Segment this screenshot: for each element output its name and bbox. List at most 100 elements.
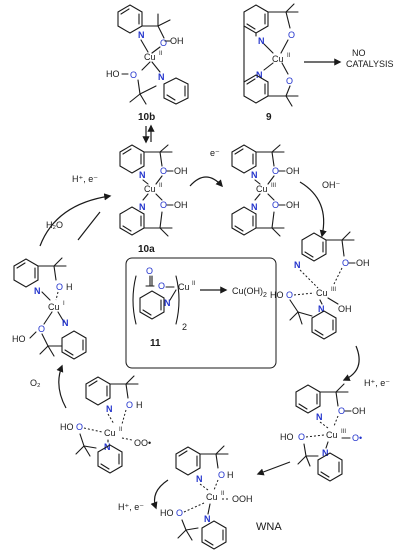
h-atom: H bbox=[136, 400, 143, 410]
superoxo-label: OO• bbox=[134, 438, 151, 448]
oxidation-state: III bbox=[331, 287, 336, 293]
copper-center: Cu bbox=[256, 184, 268, 194]
o-atom: O bbox=[298, 432, 305, 442]
hydroxyl-label: OH bbox=[170, 36, 184, 46]
oxidation-state: II bbox=[221, 491, 225, 497]
hydroxyl-label: HO bbox=[12, 334, 26, 344]
copper-center: Cu bbox=[316, 288, 328, 298]
n-atom: N bbox=[106, 404, 113, 414]
hydroxyl-label: HO bbox=[106, 69, 120, 79]
oxidation-state: II bbox=[192, 281, 196, 287]
hydroxyl-label: OH bbox=[286, 166, 300, 176]
o-atom: O bbox=[176, 508, 183, 518]
copper-center: Cu bbox=[178, 282, 190, 292]
o-atom: O bbox=[160, 200, 167, 210]
water-uptake-arrow bbox=[77, 211, 101, 241]
o-atom: O bbox=[272, 200, 279, 210]
o-atom: O bbox=[146, 266, 153, 276]
n-atom: N bbox=[34, 286, 41, 296]
compound-cuIII-oxyl: N O OH Cu III HO O O• N bbox=[280, 383, 366, 482]
compound-cuIII-hydroxo: N O OH Cu III HO O OH N bbox=[270, 231, 370, 340]
copper-center: Cu bbox=[104, 428, 116, 438]
hydroxyl-label: OH bbox=[338, 304, 352, 314]
n-atom: N bbox=[139, 202, 146, 212]
o-atom: O bbox=[76, 422, 83, 432]
pcet-label: H⁺, e⁻ bbox=[118, 502, 144, 512]
o-atom: O bbox=[272, 166, 279, 176]
n-atom: N bbox=[322, 448, 329, 458]
equilibrium-arrow bbox=[142, 124, 155, 144]
hydroxyl-label: OH bbox=[352, 406, 366, 416]
n-atom: N bbox=[164, 298, 171, 308]
copper-center: Cu bbox=[326, 430, 338, 440]
n-atom: N bbox=[139, 170, 146, 180]
compound-label-10b: 10b bbox=[138, 112, 155, 123]
hydroxide-arrow bbox=[299, 181, 327, 238]
hydroxyl-label: HO bbox=[280, 432, 294, 442]
compound-9: O N Cu II N O 9 bbox=[243, 3, 299, 123]
pcet-arrow bbox=[342, 345, 360, 381]
copper-center: Cu bbox=[272, 54, 284, 64]
compound-cuI: N O H Cu I HO O N bbox=[12, 257, 87, 360]
compound-cuIII-top: N O OH Cu III N O OH bbox=[231, 144, 300, 237]
water-label: H₂O bbox=[46, 220, 63, 230]
o-atom: O bbox=[218, 470, 225, 480]
oxidation-state: II bbox=[119, 427, 123, 433]
n-atom: N bbox=[138, 30, 145, 40]
oxidation-arrow bbox=[189, 176, 223, 188]
hydroxyl-label: OH bbox=[286, 200, 300, 210]
n-atom: N bbox=[158, 72, 165, 82]
compound-10b: N O OH Cu II HO O N 10b bbox=[106, 4, 189, 123]
copper-hydroxide-product: Cu(OH)2 bbox=[232, 286, 267, 299]
hydroxyl-label: HO bbox=[270, 290, 284, 300]
o-atom: O bbox=[286, 76, 293, 86]
pcet-label: H⁺, e⁻ bbox=[72, 174, 98, 184]
o-atom: O bbox=[130, 70, 137, 80]
n-atom: N bbox=[316, 412, 323, 422]
stoichiometry-subscript: 2 bbox=[182, 322, 187, 332]
hydroxyl-label: OH bbox=[356, 258, 370, 268]
o-atom: O bbox=[160, 38, 167, 48]
n-atom: N bbox=[204, 514, 211, 524]
n-atom: N bbox=[196, 474, 203, 484]
compound-cuII-superoxo: N O H Cu II HO O OO• N bbox=[60, 375, 151, 474]
n-atom: N bbox=[258, 36, 265, 46]
reduction-arrow bbox=[39, 193, 112, 247]
hydroxyl-label: HO bbox=[60, 422, 74, 432]
n-atom: N bbox=[62, 318, 69, 328]
oxyl-radical: O• bbox=[352, 433, 362, 443]
hydroperoxo-label: OOH bbox=[232, 494, 253, 504]
dioxygen-release-arrow bbox=[56, 364, 67, 409]
copper-center: Cu bbox=[144, 52, 156, 62]
hydroxyl-label: OH bbox=[174, 200, 188, 210]
oxidation-state: I bbox=[63, 301, 65, 307]
o-atom: O bbox=[160, 166, 167, 176]
h-atom: H bbox=[66, 282, 73, 292]
n-atom: N bbox=[318, 304, 325, 314]
oxidation-state: II bbox=[159, 51, 163, 57]
compound-cuII-ooh: N O H Cu II OOH HO O N bbox=[160, 445, 253, 550]
copper-center: Cu bbox=[48, 302, 60, 312]
electron-label: e⁻ bbox=[210, 148, 220, 158]
hydroxide-label: OH⁻ bbox=[322, 180, 341, 190]
h-atom: H bbox=[227, 470, 234, 480]
o-atom: O bbox=[126, 400, 133, 410]
compound-label-10a: 10a bbox=[138, 244, 155, 255]
no-catalysis-label: NO CATALYSIS bbox=[346, 48, 394, 69]
oxidation-state: II bbox=[159, 183, 163, 189]
n-atom: N bbox=[294, 260, 301, 270]
copper-center: Cu bbox=[144, 184, 156, 194]
wna-label: WNA bbox=[256, 521, 282, 533]
oxidation-state: II bbox=[287, 53, 291, 59]
pcet-label: H⁺, e⁻ bbox=[364, 378, 390, 388]
o-atom: O bbox=[342, 258, 349, 268]
compound-label-9: 9 bbox=[266, 112, 272, 123]
copper-center: Cu bbox=[206, 492, 218, 502]
o-atom: O bbox=[288, 30, 295, 40]
n-atom: N bbox=[256, 70, 263, 80]
compound-11-box: O O N Cu II 2 Cu(OH)2 11 bbox=[125, 257, 277, 369]
hydroxyl-label: HO bbox=[160, 508, 174, 518]
compound-label-11: 11 bbox=[150, 338, 161, 349]
pcet-arrow bbox=[150, 479, 169, 510]
oxidation-state: III bbox=[341, 429, 346, 435]
